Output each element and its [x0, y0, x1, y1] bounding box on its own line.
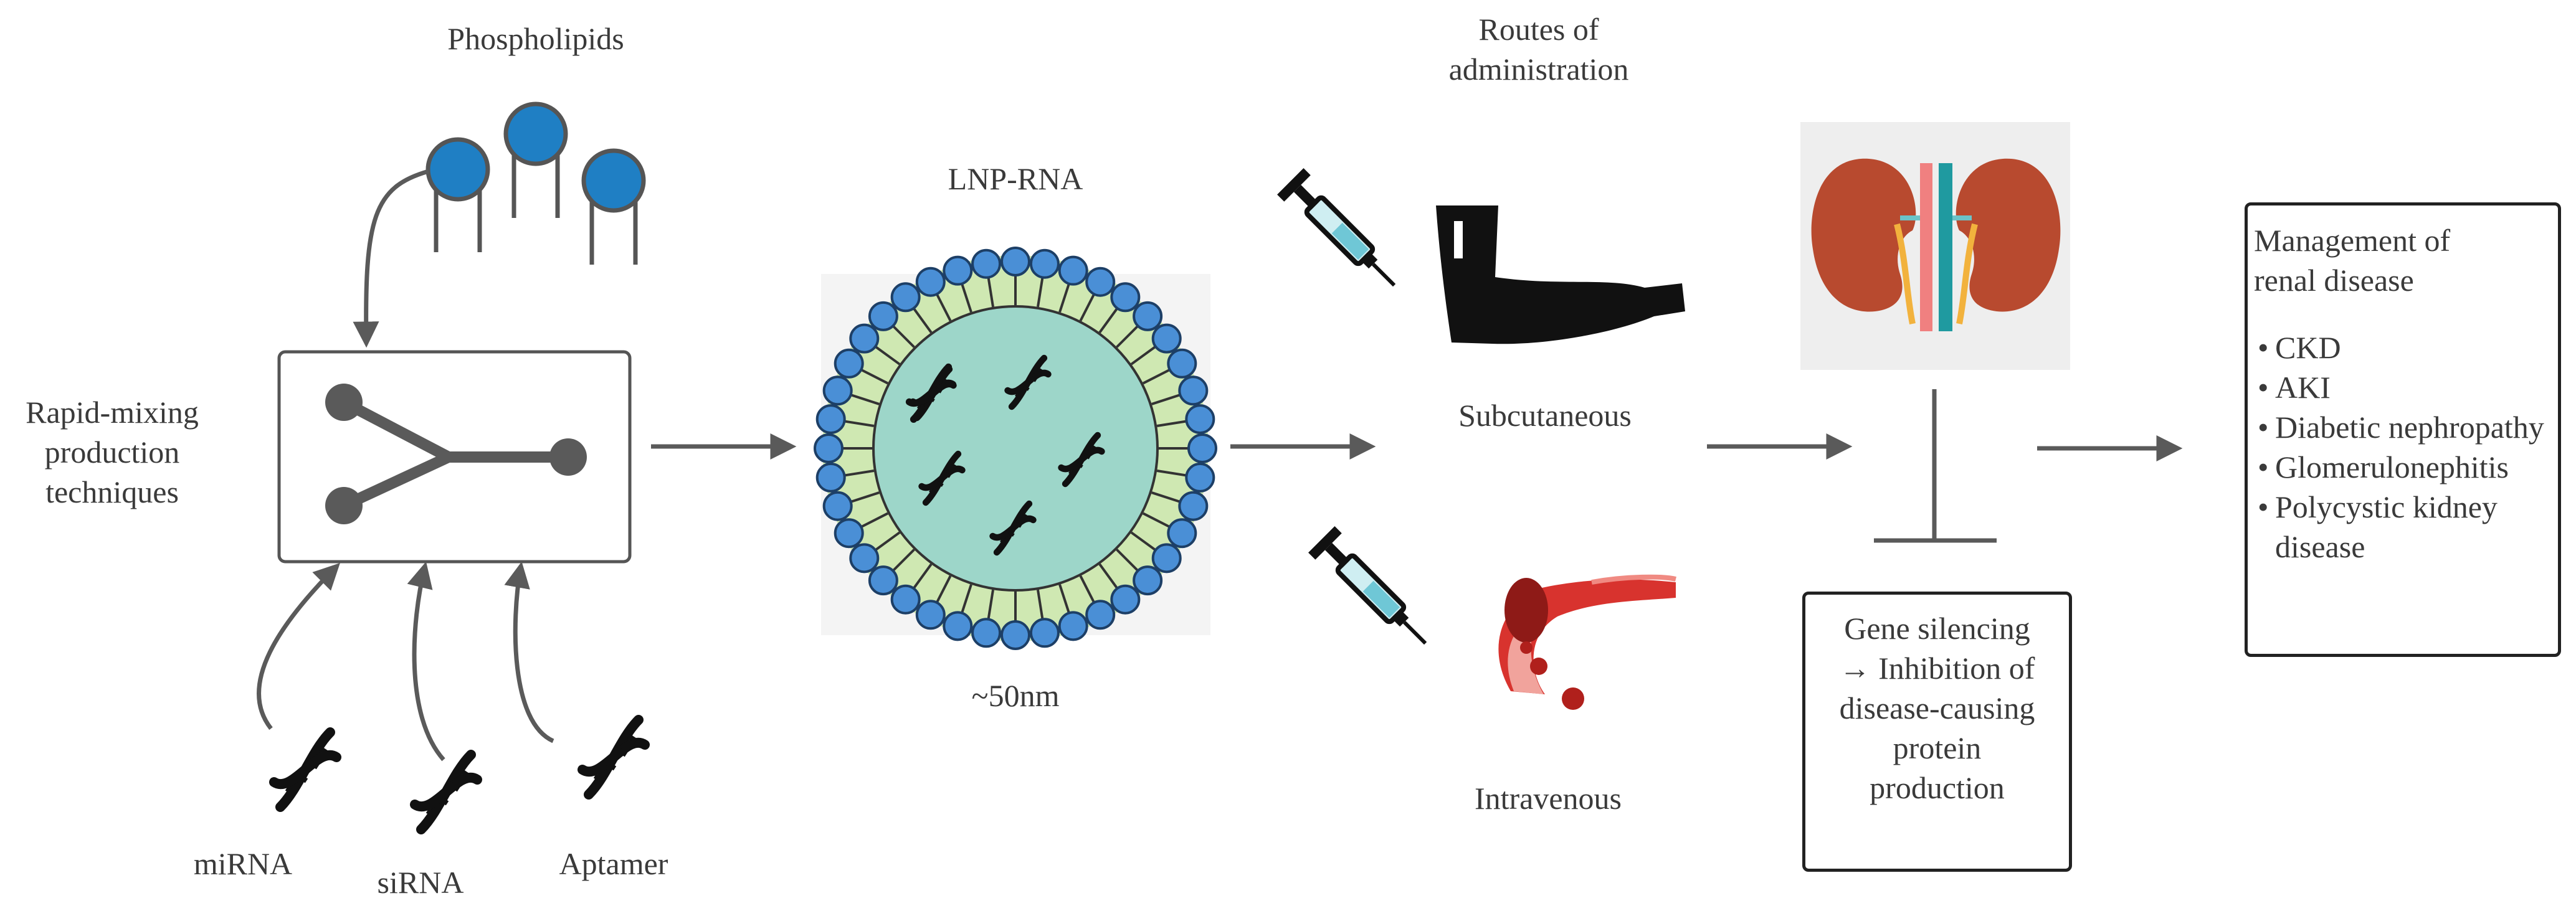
sirna-arrow [407, 561, 445, 762]
lipid-head [1029, 248, 1060, 279]
lipid-head [943, 611, 973, 641]
aptamer-label: Aptamer [559, 846, 668, 881]
lipid-head [890, 584, 921, 615]
lipid-head [1133, 301, 1163, 331]
mixer-chip-icon [277, 350, 632, 564]
lipid-head [834, 518, 864, 549]
lipid-head [849, 323, 880, 354]
lipid-head [890, 282, 921, 313]
sirna-label: siRNA [377, 865, 464, 900]
routes-line: administration [1448, 52, 1629, 87]
gene-box-line: protein [1893, 730, 1982, 765]
lnp-rna-label: LNP-RNA [948, 161, 1083, 196]
mirna-label: miRNA [193, 846, 293, 881]
routes-label: Routes of administration [1383, 9, 1694, 89]
disease-item: Diabetic nephropathy [2254, 407, 2554, 447]
lipid-head [915, 600, 946, 630]
lipid-head [834, 348, 864, 379]
lipid-head [1167, 518, 1197, 549]
syringe-icon [1308, 526, 1438, 656]
arm-icon [1436, 205, 1685, 344]
kidney-icon [1800, 122, 2070, 370]
lipid-head [1187, 433, 1217, 463]
lipid-head [1110, 282, 1141, 313]
dna-icon [274, 732, 336, 807]
lipid-head [971, 618, 1002, 648]
phospholipid-to-mixer-arrow [353, 169, 429, 348]
lipid-head [1085, 267, 1116, 297]
subcutaneous-label: Subcutaneous [1458, 398, 1632, 433]
lipid-head [822, 491, 853, 521]
lipid-head [915, 267, 946, 297]
management-title: Management of renal disease [2254, 220, 2554, 300]
lipid-head [868, 301, 898, 331]
gene-box-line: production [1870, 770, 2005, 805]
lipid-head [1085, 600, 1116, 630]
rapid-mixing-line: Rapid-mixing [26, 395, 199, 430]
lipid-head [1029, 618, 1060, 648]
inhibition-icon [1874, 389, 1997, 543]
mirna-arrow [257, 563, 340, 730]
lipid-head [1000, 247, 1030, 276]
disease-item: Polycystic kidney disease [2254, 487, 2554, 567]
management-title-line: renal disease [2254, 263, 2414, 298]
rapid-mixing-label: Rapid-mixing production techniques [0, 392, 224, 512]
phospholipid-icon [503, 101, 568, 218]
intravenous-label: Intravenous [1474, 781, 1622, 816]
phospholipids-label: Phospholipids [447, 21, 624, 56]
lipid-head [868, 565, 898, 596]
lipid-head [1185, 462, 1215, 493]
lnp-particle-icon [814, 247, 1217, 650]
dna-icon [415, 755, 477, 829]
lipid-head [1178, 491, 1209, 521]
phospholipid-icon [581, 148, 646, 265]
lipid-head [1110, 584, 1141, 615]
lipid-head [822, 375, 853, 406]
lipid-head [1151, 543, 1182, 574]
lipid-head [1058, 611, 1088, 641]
management-box: Management of renal disease CKD AKI Diab… [2245, 202, 2561, 657]
lipid-head [1151, 323, 1182, 354]
gene-box-line: disease-causing [1839, 691, 2035, 725]
aptamer-arrow [504, 561, 554, 743]
lipid-head [1185, 404, 1215, 435]
syringe-icon [1277, 168, 1407, 298]
rapid-mixing-line: techniques [45, 474, 179, 509]
disease-list: CKD AKI Diabetic nephropathy Glomerulone… [2254, 328, 2554, 567]
gene-silencing-box: Gene silencing → Inhibition of disease-c… [1802, 592, 2072, 872]
lipid-head [815, 404, 846, 435]
gene-box-line: Gene silencing [1844, 611, 2030, 646]
disease-item: AKI [2254, 367, 2554, 407]
phospholipid-icon [425, 137, 490, 252]
size-label: ~50nm [971, 678, 1060, 713]
gene-box-line: → Inhibition of [1839, 651, 2035, 686]
rapid-mixing-line: production [44, 435, 180, 470]
lipid-head [815, 462, 846, 493]
dna-icon [582, 720, 645, 795]
disease-item: CKD [2254, 328, 2554, 367]
lipid-head [1178, 375, 1209, 406]
routes-line: Routes of [1478, 12, 1599, 47]
lipid-head [1058, 255, 1088, 286]
lipid-head [1000, 620, 1030, 650]
lipid-head [943, 255, 973, 286]
lipid-head [1167, 348, 1197, 379]
lipid-head [849, 543, 880, 574]
blood-vessel-icon [1498, 574, 1676, 710]
lipid-head [971, 248, 1002, 279]
disease-item: Glomerulonephitis [2254, 447, 2554, 487]
lipid-head [1133, 565, 1163, 596]
management-title-line: Management of [2254, 223, 2451, 258]
lipid-head [814, 433, 844, 463]
